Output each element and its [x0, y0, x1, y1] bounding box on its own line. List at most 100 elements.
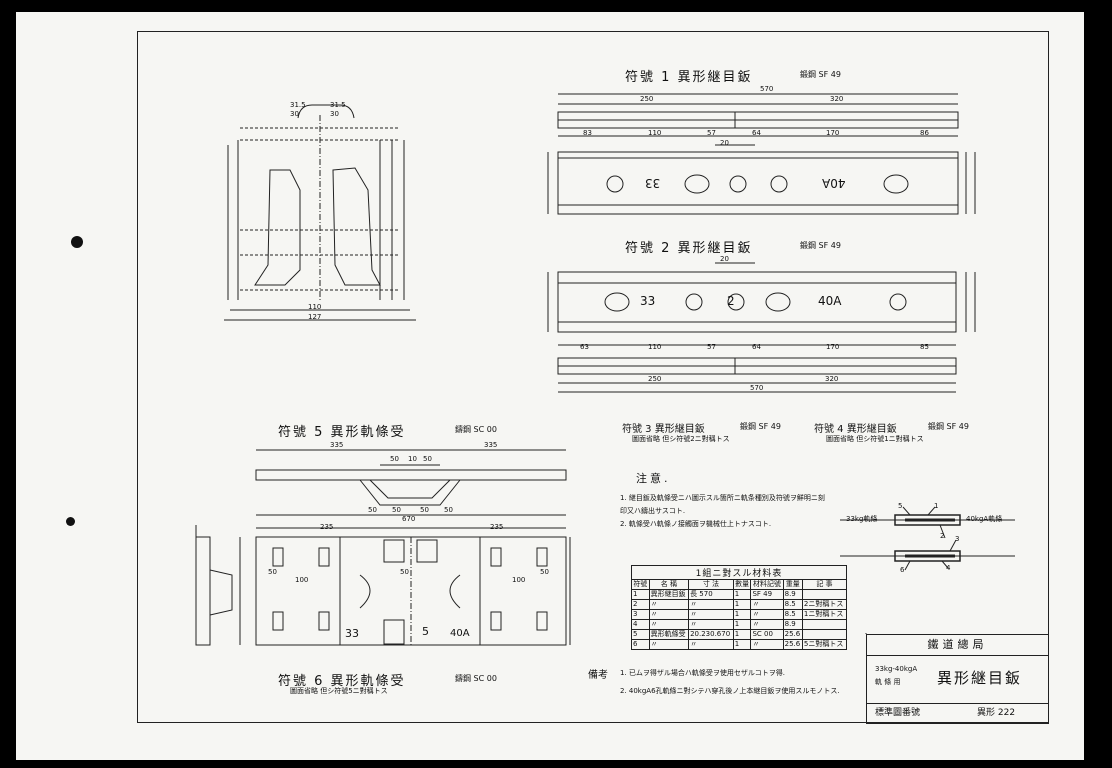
table-cell: 〃 [648, 599, 690, 610]
drawing-5-dim-mid-1: 50 [390, 455, 399, 463]
title-block-footer: 標準圖番號 異形 222 [867, 703, 1048, 723]
table-cell: 8.5 [782, 609, 803, 620]
notes-heading: 注意. [636, 472, 671, 485]
drawing-2-stamp-33: 33 [640, 294, 656, 308]
drawing-5-dim-low-4: 50 [444, 506, 453, 514]
drawing-5-title: 符號 5 異形軌條受 [278, 425, 406, 440]
table-cell: 5ニ對稱トス [801, 639, 848, 650]
col-header: 重量 [782, 579, 803, 590]
table-cell: 〃 [688, 599, 734, 610]
punch-hole [66, 517, 75, 526]
drawing-2-dim-m6: 85 [920, 343, 929, 351]
table-cell: 〃 [648, 619, 690, 630]
schematic-label-3: 3 [955, 535, 960, 543]
drawing-2-stamp-2: 2 [727, 294, 735, 308]
table-cell: 〃 [750, 599, 784, 610]
drawing-6-material: 鑄鋼 SC 00 [455, 674, 497, 683]
section-dim-bottom-1: 110 [308, 303, 322, 311]
section-dim-top-4: 30 [330, 110, 339, 118]
drawing-5-dim-plan2-3: 50 [400, 568, 409, 576]
drawing-6-title: 符號 6 異形軌條受 [278, 674, 406, 689]
table-cell: 2ニ對稱トス [801, 599, 848, 610]
title-block-name: 異形継目鈑 [937, 669, 1023, 687]
table-cell: 〃 [750, 619, 784, 630]
drawing-2-dim-m1: 63 [580, 343, 589, 351]
table-cell: 〃 [688, 619, 734, 630]
schematic-right-rail: 40kgA軌條 [966, 515, 1003, 523]
punch-hole [71, 236, 83, 248]
drawing-5-dim-low-3: 50 [420, 506, 429, 514]
table-cell: 20.230.670 [688, 629, 734, 640]
materials-table-title: 1組ニ對スル材料表 [631, 565, 847, 579]
drawing-1-dim-right: 320 [830, 95, 844, 103]
drawing-1-dim-b4: 64 [752, 129, 761, 137]
schematic-label-6: 6 [900, 566, 905, 574]
table-cell: 1ニ對稱トス [801, 609, 848, 620]
schematic-label-4: 4 [946, 564, 951, 572]
table-cell: 6 [631, 639, 650, 650]
drawing-1-dim-b6: 86 [920, 129, 929, 137]
drawing-3-material: 鍛鋼 SF 49 [740, 422, 781, 431]
drawing-5-stamp-33: 33 [345, 627, 359, 640]
col-header: 符號 [631, 579, 650, 590]
table-cell: 3 [631, 609, 650, 620]
table-cell [801, 589, 848, 600]
remark-item-2: 2. 40kgA6孔軌條ニ對シテハ穿孔後ノ上本継目鈑ヲ使用スルモノトス. [620, 687, 840, 695]
col-header: 材料記號 [750, 579, 784, 590]
drawing-sheet [16, 12, 1084, 760]
section-dim-bottom-2: 127 [308, 313, 322, 321]
drawing-1-dim-total: 570 [760, 85, 774, 93]
drawing-2-dim-m4: 64 [752, 343, 761, 351]
note-item-2: 2. 軌條受ハ軌條ノ接觸面ヲ機械仕上トナスコト. [620, 520, 772, 528]
drawing-1-title: 符號 1 異形継目鈑 [625, 70, 753, 85]
drawing-6-note: 圖面省略 但シ符號5ニ對稱トス [290, 687, 388, 695]
table-cell: 25.6 [782, 629, 803, 640]
title-block-subtitle-2: 軌 條 用 [875, 678, 901, 686]
drawing-5-dim-335-right: 335 [484, 441, 498, 449]
drawing-2-dim-top: 20 [720, 255, 729, 263]
note-item-1: 1. 継目鈑及軌條受ニハ圖示スル箇所ニ軌条種別及符號ヲ鮮明ニ刻印又ハ鑄出サスコト… [620, 494, 825, 515]
col-header: 記 事 [801, 579, 848, 590]
drawing-4-material: 鍛鋼 SF 49 [928, 422, 969, 431]
table-cell [801, 619, 848, 630]
drawing-5-dim-335-left: 335 [330, 441, 344, 449]
drawing-1-dim-left: 250 [640, 95, 654, 103]
table-cell: 8.9 [782, 619, 803, 630]
table-cell: 2 [631, 599, 650, 610]
table-cell: 〃 [648, 639, 690, 650]
drawing-1-material: 鍛鋼 SF 49 [800, 70, 841, 79]
drawing-2-dim-right: 320 [825, 375, 839, 383]
drawing-2-lines [547, 262, 976, 393]
assembly-schematic [840, 506, 1015, 571]
drawing-1-dim-b2: 110 [648, 129, 662, 137]
drawing-5-dim-plan2-5: 50 [540, 568, 549, 576]
drawing-5-dim-low-1: 50 [368, 506, 377, 514]
drawing-5-dim-plan2-2: 100 [295, 576, 309, 584]
table-cell: 25.6 [782, 639, 803, 650]
drawing-5-dim-mid-2: 10 [408, 455, 417, 463]
drawing-3-note: 圖面省略 但シ符號2ニ對稱トス [632, 435, 730, 443]
drawing-2-dim-total: 570 [750, 384, 764, 392]
drawing-1-stamp-40a: 40A [822, 176, 846, 190]
table-cell: 1 [732, 629, 752, 640]
section-dim-top-1: 31.5 [290, 101, 306, 109]
table-cell: 8.5 [782, 599, 803, 610]
drawing-4-title: 符號 4 異形継目鈑 [814, 424, 897, 435]
remarks-label: 備考 [588, 670, 608, 681]
drawing-2-material: 鍛鋼 SF 49 [800, 241, 841, 250]
table-row: 4〃〃1〃8.9 [631, 619, 848, 630]
table-cell: 1 [732, 619, 752, 630]
drawing-1-dim-b1: 83 [583, 129, 592, 137]
table-cell: 1 [631, 589, 650, 600]
drawing-5-dim-plan-left: 235 [320, 523, 334, 531]
schematic-label-2: 2 [940, 532, 945, 540]
col-header: 名 稱 [648, 579, 690, 590]
schematic-label-5: 5 [898, 502, 903, 510]
section-dim-top-3: 31.5 [330, 101, 346, 109]
table-cell: SC 00 [750, 629, 784, 640]
table-cell: 異形軌條受 [648, 629, 690, 640]
